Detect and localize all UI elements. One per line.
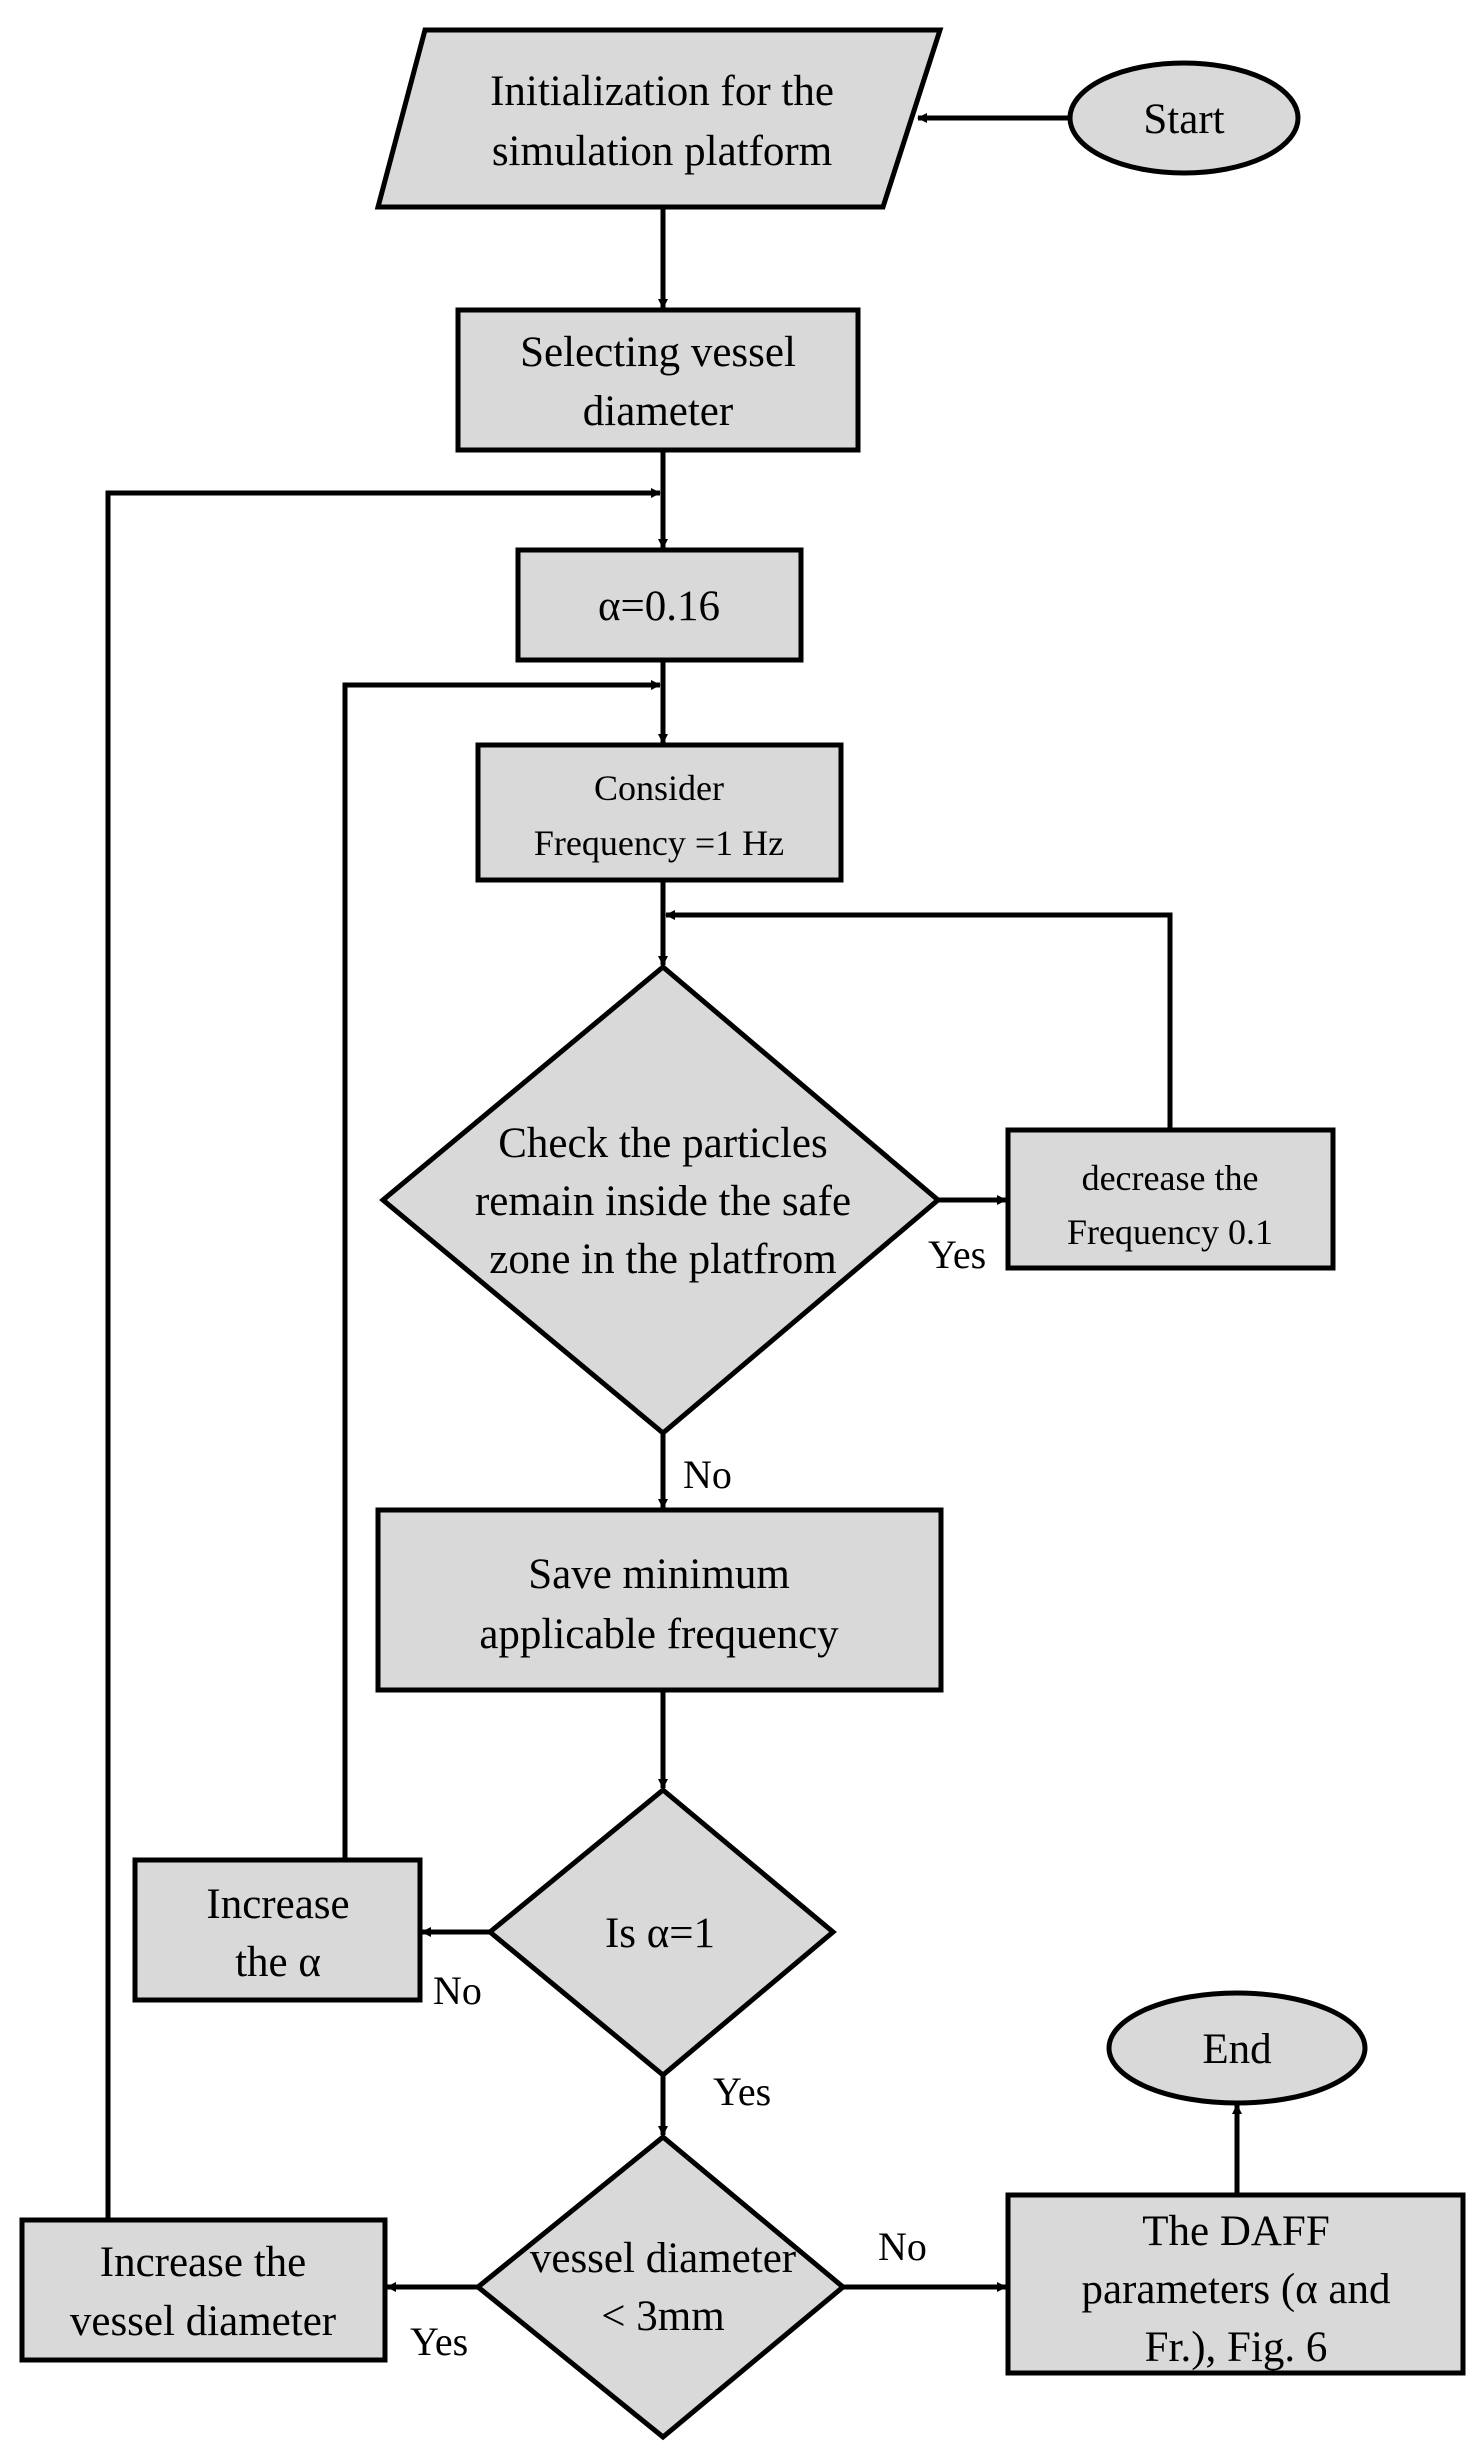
save-minimum-box — [375, 1507, 944, 1693]
increase-alpha-loop-arrow — [342, 680, 661, 1860]
consider-frequency-line2: Frequency =1 Hz — [534, 823, 784, 863]
select-diameter-line2: diameter — [583, 388, 733, 435]
vessel-check-line1: vessel diameter — [530, 2235, 796, 2282]
consider-frequency-line1: Consider — [594, 768, 724, 808]
end-terminal — [1106, 1990, 1368, 2106]
daff-parameters-line2: parameters (α and — [1081, 2266, 1390, 2313]
init-label-line2: simulation platform — [492, 128, 832, 175]
check-yes-label: Yes — [928, 1232, 986, 1277]
save-minimum-line2: applicable frequency — [479, 1611, 839, 1658]
vessel-no-label: No — [878, 2224, 927, 2269]
check-particles-line1: Check the particles — [498, 1120, 828, 1167]
alpha-init-label: α=0.16 — [598, 583, 720, 630]
check-particles-line3: zone in the platfrom — [489, 1236, 836, 1283]
increase-diameter-line1: Increase the — [100, 2239, 307, 2286]
decrease-frequency-line1: decrease the — [1082, 1158, 1259, 1198]
increase-diameter-loop-arrow — [105, 488, 661, 2220]
init-parallelogram — [374, 27, 944, 210]
check-no-label: No — [683, 1452, 732, 1497]
decrease-frequency-line2: Frequency 0.1 — [1067, 1212, 1273, 1252]
alpha-no-label: No — [433, 1968, 482, 2013]
end-label: End — [1202, 2026, 1271, 2073]
alpha-init-box — [515, 547, 804, 663]
increase-diameter-line2: vessel diameter — [70, 2298, 336, 2345]
increase-diameter-box — [19, 2217, 388, 2363]
decrease-loop-arrow — [665, 910, 1173, 1130]
alpha-yes-label: Yes — [713, 2069, 771, 2114]
select-diameter-box — [455, 307, 861, 453]
save-minimum-line1: Save minimum — [528, 1551, 790, 1598]
increase-alpha-line2: the α — [235, 1939, 321, 1986]
vessel-diameter-diamond — [474, 2133, 847, 2441]
vessel-yes-label: Yes — [410, 2319, 468, 2364]
start-label: Start — [1143, 96, 1224, 143]
increase-alpha-box — [132, 1857, 423, 2003]
increase-alpha-line1: Increase — [206, 1881, 349, 1928]
init-label-line1: Initialization for the — [490, 68, 834, 115]
daff-parameters-box — [1005, 2192, 1466, 2376]
check-particles-line2: remain inside the safe — [475, 1178, 851, 1225]
vessel-check-line2: < 3mm — [601, 2293, 724, 2340]
consider-frequency-box — [475, 742, 844, 883]
select-diameter-line1: Selecting vessel — [520, 329, 796, 376]
daff-parameters-line1: The DAFF — [1142, 2208, 1330, 2255]
daff-parameters-line3: Fr.), Fig. 6 — [1145, 2324, 1328, 2371]
is-alpha-label: Is α=1 — [605, 1910, 715, 1957]
